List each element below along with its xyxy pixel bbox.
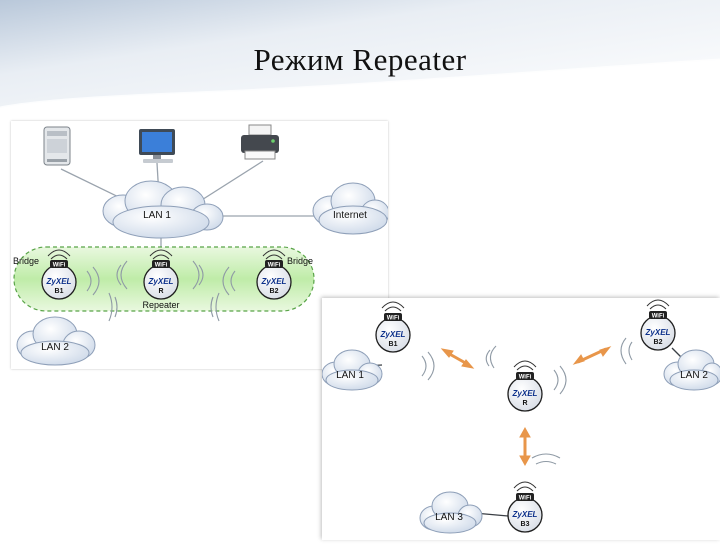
wifi-icon bbox=[50, 260, 68, 268]
cloud-lan1: LAN 1 bbox=[102, 180, 224, 239]
svg-text:WiFi: WiFi bbox=[387, 316, 400, 322]
slide-title: Режим Repeater bbox=[253, 42, 467, 77]
wifi-icon bbox=[649, 311, 667, 319]
printer-icon bbox=[241, 124, 279, 160]
svg-text:ZyXEL: ZyXEL bbox=[46, 277, 72, 286]
device-r: WiFi ZyXEL R bbox=[507, 360, 543, 412]
svg-text:WiFi: WiFi bbox=[53, 263, 66, 269]
cloud-lan2: LAN 2 bbox=[663, 349, 720, 391]
wifi-icon bbox=[265, 260, 283, 268]
cloud-lan1-label: LAN 1 bbox=[336, 370, 364, 381]
svg-text:ZyXEL: ZyXEL bbox=[148, 277, 174, 286]
cloud-lan3-label: LAN 3 bbox=[435, 512, 463, 523]
wifi-icon bbox=[516, 493, 534, 501]
cloud-lan2: LAN 2 bbox=[16, 316, 96, 366]
svg-text:ZyXEL: ZyXEL bbox=[512, 510, 538, 519]
svg-text:WiFi: WiFi bbox=[652, 314, 665, 320]
svg-text:B1: B1 bbox=[389, 341, 398, 348]
server-icon bbox=[43, 126, 71, 166]
cloud-lan2-label: LAN 2 bbox=[41, 342, 69, 353]
svg-text:WiFi: WiFi bbox=[268, 263, 281, 269]
svg-text:R: R bbox=[158, 288, 163, 295]
diagram-repeater-star: LAN 1 LAN 2 LAN 3 WiFi ZyXEL B1 bbox=[321, 298, 720, 540]
svg-text:B1: B1 bbox=[55, 288, 64, 295]
wifi-icon bbox=[516, 372, 534, 380]
svg-text:ZyXEL: ZyXEL bbox=[645, 328, 671, 337]
svg-text:R: R bbox=[522, 400, 527, 407]
device-b2: WiFi ZyXEL B2 bbox=[256, 249, 292, 300]
device-b3: WiFi ZyXEL B3 bbox=[507, 481, 543, 533]
wireless-signal-waves bbox=[86, 260, 236, 322]
device-r: WiFi ZyXEL R bbox=[143, 249, 179, 300]
cloud-lan2-label: LAN 2 bbox=[680, 370, 708, 381]
device-b1: WiFi ZyXEL B1 bbox=[41, 249, 77, 300]
svg-text:WiFi: WiFi bbox=[155, 263, 168, 269]
svg-text:B3: B3 bbox=[521, 521, 530, 528]
wifi-icon bbox=[152, 260, 170, 268]
svg-text:WiFi: WiFi bbox=[519, 496, 532, 502]
device-b2: WiFi ZyXEL B2 bbox=[640, 299, 676, 351]
svg-text:B2: B2 bbox=[654, 339, 663, 346]
cloud-lan1: LAN 1 bbox=[321, 349, 383, 391]
device-b1: WiFi ZyXEL B1 bbox=[375, 301, 411, 353]
cloud-lan3: LAN 3 bbox=[419, 491, 483, 534]
computer-icon bbox=[139, 129, 175, 163]
cloud-lan1-label: LAN 1 bbox=[143, 210, 171, 221]
link-arrows bbox=[440, 346, 612, 467]
wireless-signal-waves bbox=[421, 337, 633, 465]
svg-text:B2: B2 bbox=[270, 288, 279, 295]
svg-text:ZyXEL: ZyXEL bbox=[512, 389, 538, 398]
svg-text:ZyXEL: ZyXEL bbox=[261, 277, 287, 286]
cloud-internet-label: Internet bbox=[333, 210, 367, 221]
label-bridge-right: Bridge bbox=[287, 256, 313, 266]
svg-text:WiFi: WiFi bbox=[519, 375, 532, 381]
cloud-internet: Internet bbox=[312, 182, 390, 235]
svg-text:ZyXEL: ZyXEL bbox=[380, 330, 406, 339]
label-bridge-left: Bridge bbox=[13, 256, 39, 266]
label-repeater: Repeater bbox=[142, 300, 179, 310]
diagram-bridge-repeater: LAN 1 Internet LAN 2 WiF bbox=[11, 121, 390, 369]
wifi-icon bbox=[384, 313, 402, 321]
